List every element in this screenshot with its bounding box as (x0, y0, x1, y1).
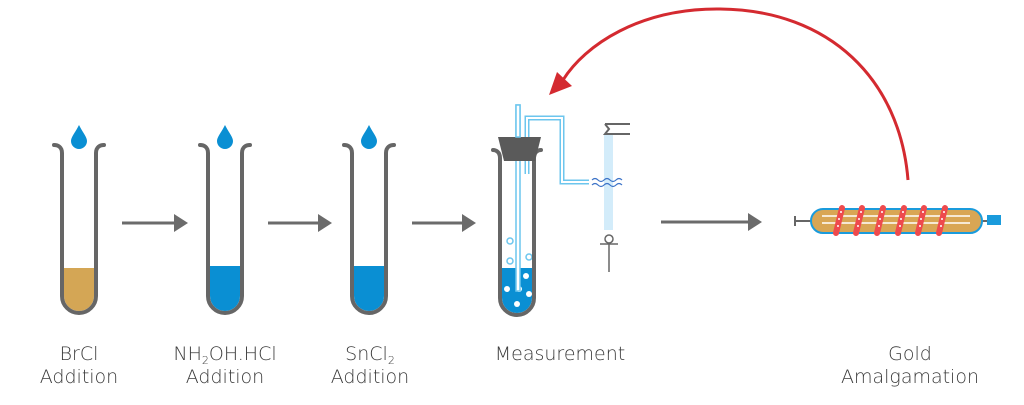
step-label-line2: Addition (330, 366, 410, 388)
test-tube-nh2oh (198, 125, 252, 315)
arrow-right-icon (122, 214, 188, 232)
arrow-right-icon (412, 214, 476, 232)
step-label-line1: Gold (888, 343, 932, 365)
drop-icon (71, 125, 87, 149)
step-label-line1: SnCl2 (345, 343, 395, 367)
test-tube-sncl2 (342, 125, 396, 315)
valve-icon (604, 234, 614, 244)
step-label-sncl2: SnCl2 Addition (320, 343, 420, 389)
step-label-line2: Addition (39, 366, 119, 388)
step-label-line2: Amalgamation (840, 366, 980, 388)
drop-icon (217, 125, 233, 149)
gold-trap-icon (794, 205, 1001, 236)
step-label-line1: NH2OH.HCl (173, 343, 277, 367)
test-tube-brcl (52, 125, 106, 315)
liquid-brcl (64, 268, 94, 311)
test-tube-icon (198, 143, 252, 315)
arrow-right-icon (268, 214, 332, 232)
test-tube-icon (342, 143, 396, 315)
drop-icon (361, 125, 377, 149)
step-label-brcl: BrCl Addition (29, 343, 129, 389)
wave-icon (591, 177, 623, 188)
step-label-line1: BrCl (59, 343, 99, 365)
step-label-line2: Addition (185, 366, 265, 388)
measurement-apparatus (491, 104, 630, 317)
step-label-measurement: Measurement (485, 343, 635, 366)
connector-icon (987, 215, 1001, 225)
step-label-gold: Gold Amalgamation (835, 343, 985, 389)
curved-arrow-icon (549, 7, 910, 181)
stopper-icon (498, 137, 541, 161)
liquid-sncl2 (354, 266, 384, 311)
step-label-nh2oh: NH2OH.HCl Addition (160, 343, 290, 389)
arrow-right-icon (661, 213, 762, 231)
liquid-nh2oh (210, 266, 240, 311)
column-icon (604, 134, 613, 230)
test-tube-icon (52, 143, 106, 315)
step-label-line1: Measurement (494, 343, 626, 365)
